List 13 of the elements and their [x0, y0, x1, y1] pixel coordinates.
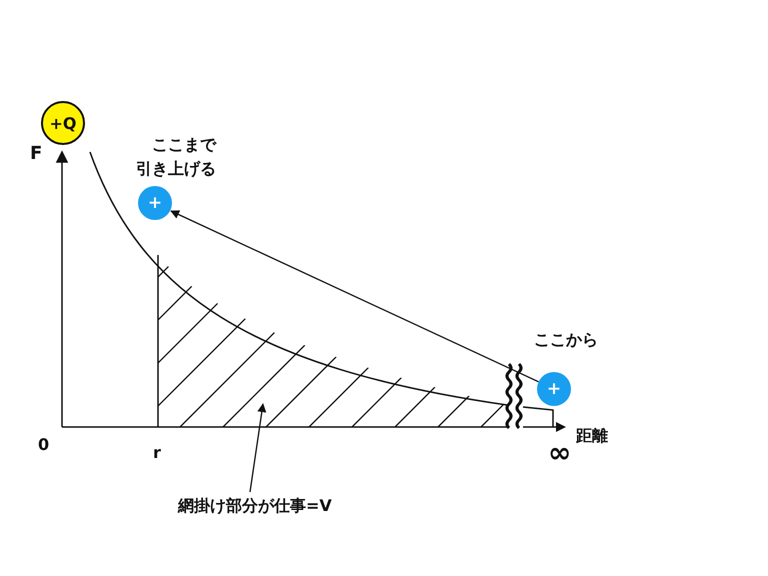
axis-label: F	[30, 143, 42, 165]
origin-label: 0	[38, 435, 50, 454]
arrow	[170, 210, 539, 382]
axis-tick-label: r	[153, 443, 161, 462]
test-charge-circle: +	[537, 372, 571, 406]
axis-label: 距離	[576, 426, 608, 446]
infinity-symbol: ∞	[548, 436, 572, 470]
test-charge-circle: +	[138, 186, 172, 220]
charge-circle: +Q	[41, 101, 85, 145]
work-note: 網掛け部分が仕事=V	[178, 496, 332, 516]
leader-line	[249, 403, 266, 492]
position-note: ここから	[534, 330, 598, 350]
position-note: ここまで引き上げる	[135, 134, 217, 180]
